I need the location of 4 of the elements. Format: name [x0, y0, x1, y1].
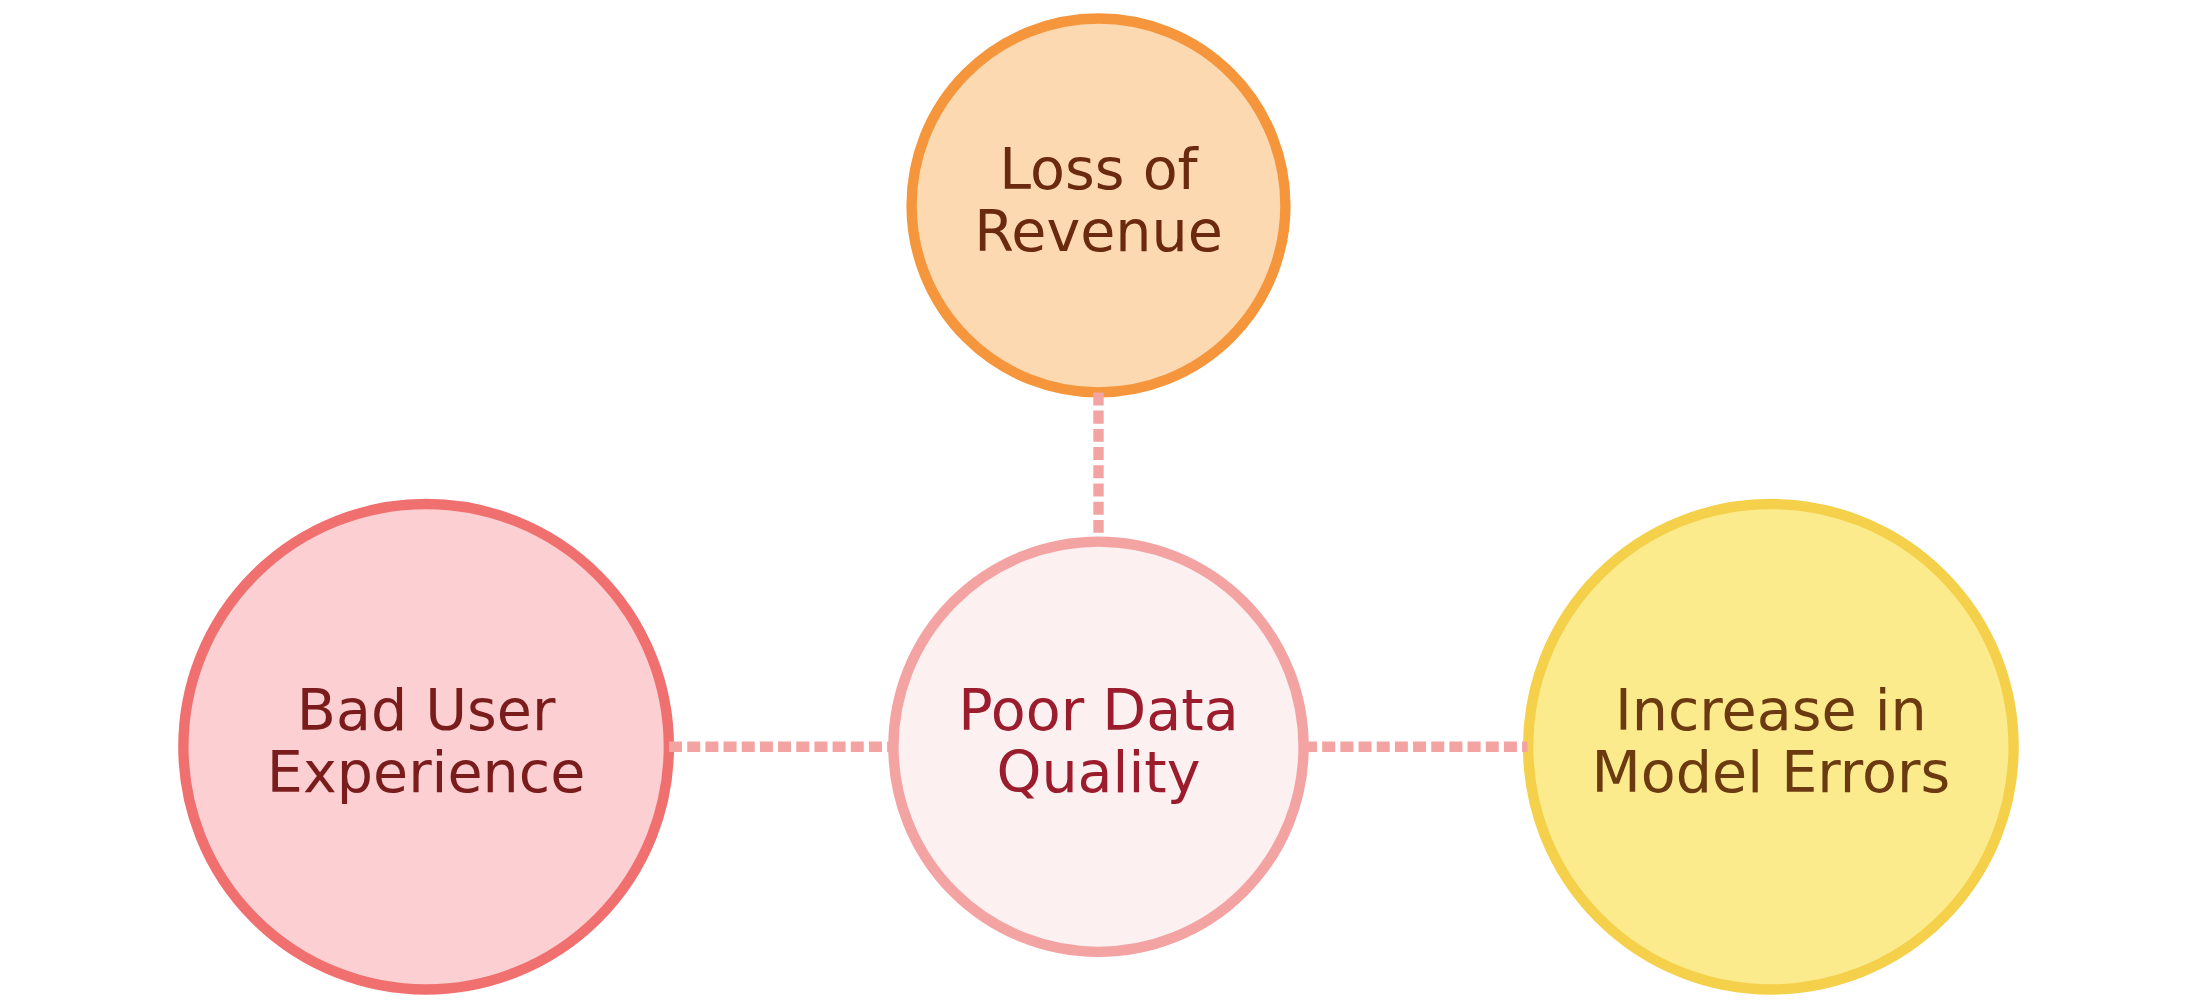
- node-circle: Increase in Model Errors: [1522, 498, 2019, 995]
- node-circle: Poor Data Quality: [887, 536, 1309, 957]
- node-circle: Loss of Revenue: [905, 13, 1291, 398]
- node-circle: Bad User Experience: [177, 498, 674, 995]
